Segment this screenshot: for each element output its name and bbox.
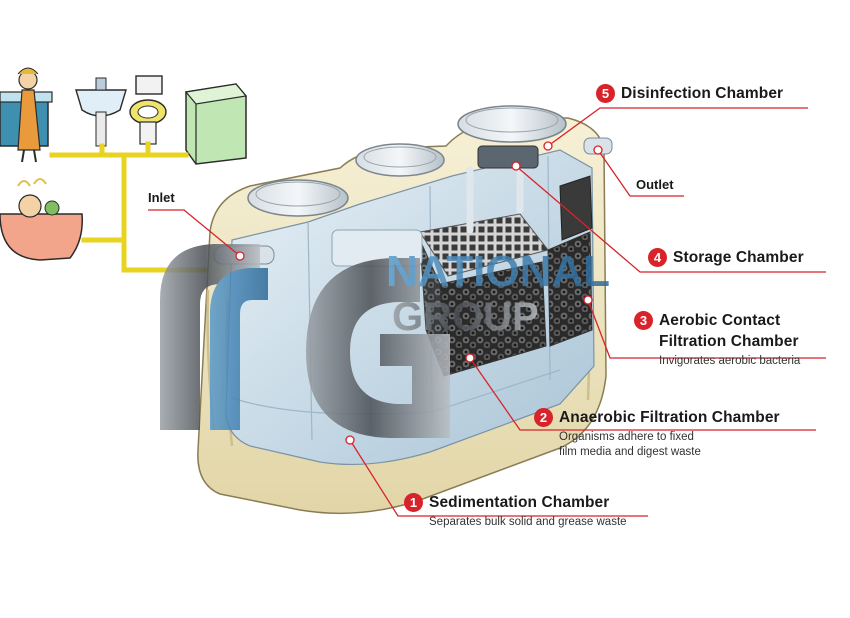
callout-disinfection-chamber: 5 Disinfection Chamber [596,84,783,103]
callout-storage-chamber: 4 Storage Chamber [648,248,804,267]
callout-title-line2: Filtration Chamber [659,333,799,350]
callout-number: 4 [648,248,667,267]
outlet-label: Outlet [636,177,674,192]
callout-description: Organisms adhere to fixed [559,431,694,443]
inlet-label: Inlet [148,190,175,205]
callout-description: Invigorates aerobic bacteria [659,355,801,367]
watermark-line2: GROUP [392,295,539,339]
watermark-line1: NATIONAL [386,247,610,296]
callout-anaerobic-filtration-chamber: 2 Anaerobic Filtration Chamber Organisms… [534,408,780,460]
national-group-watermark: NATIONAL GROUP [160,244,610,438]
callout-number: 5 [596,84,615,103]
callout-title: Storage Chamber [673,248,804,266]
callout-description-line2: film media and digest waste [559,446,701,458]
callout-title: Sedimentation Chamber [429,493,610,511]
fixtures-illustration [0,67,248,273]
callout-number: 2 [534,408,553,427]
leader-dots [235,141,603,445]
callout-sedimentation-chamber: 1 Sedimentation Chamber Separates bulk s… [404,493,627,530]
leader-lines [148,107,826,517]
callout-number: 3 [634,311,653,330]
callout-number: 1 [404,493,423,512]
callout-title: Aerobic Contact [659,311,781,329]
callout-aerobic-contact-filtration-chamber: 3 Aerobic Contact Filtration Chamber Inv… [634,311,800,369]
manhole-lids [247,105,567,217]
callout-title: Anaerobic Filtration Chamber [559,408,780,426]
callout-title: Disinfection Chamber [621,84,784,102]
septic-tank [197,105,613,515]
callout-description: Separates bulk solid and grease waste [429,516,627,528]
